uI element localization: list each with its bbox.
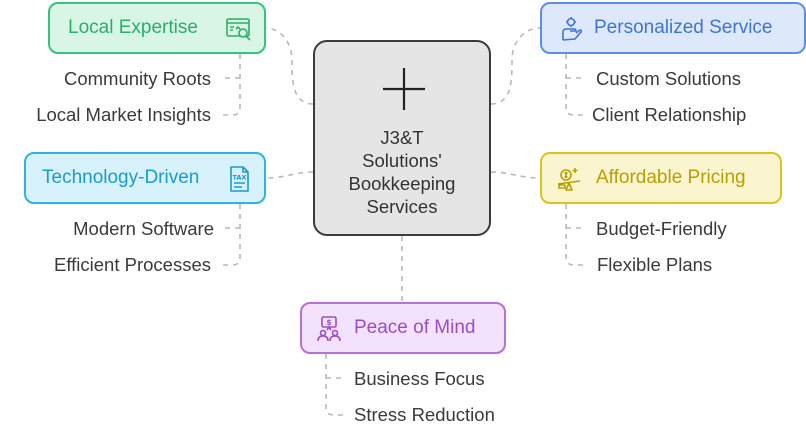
money-scale-icon xyxy=(557,168,581,191)
leaf-stress-reduction: Stress Reduction xyxy=(354,404,495,425)
leaf-budget-friendly: Budget-Friendly xyxy=(596,218,727,239)
branch-technology-driven-label: Technology-Driven xyxy=(42,167,200,188)
branch-affordable-pricing: Affordable Pricing xyxy=(540,152,782,204)
leaf-efficient-processes: Efficient Processes xyxy=(54,254,211,275)
branch-peace-of-mind: $ Peace of Mind xyxy=(300,302,506,354)
svg-text:TAX: TAX xyxy=(233,174,247,182)
leaf-custom-solutions: Custom Solutions xyxy=(596,68,741,89)
svg-text:$: $ xyxy=(326,318,331,327)
branch-local-expertise: Local Expertise xyxy=(48,2,266,54)
tax-document-icon: TAX xyxy=(230,166,249,192)
leaf-local-market-insights: Local Market Insights xyxy=(36,104,211,125)
branch-personalized-service-label: Personalized Service xyxy=(594,17,773,38)
leaf-flexible-plans: Flexible Plans xyxy=(597,254,713,275)
connector-technology-driven xyxy=(265,171,314,179)
people-money-icon: $ xyxy=(317,316,341,342)
leaf-modern-software: Modern Software xyxy=(73,218,214,239)
leaf-community-roots: Community Roots xyxy=(63,68,211,89)
branch-affordable-pricing-label: Affordable Pricing xyxy=(596,167,746,188)
branch-technology-driven: Technology-Driven TAX xyxy=(24,152,266,204)
market-analysis-icon xyxy=(226,18,251,41)
hand-gear-icon xyxy=(562,17,583,41)
branch-local-expertise-label: Local Expertise xyxy=(68,17,198,38)
leaf-business-focus: Business Focus xyxy=(354,368,485,389)
central-topic-node: J3&T Solutions' Bookkeeping Services xyxy=(313,40,491,236)
central-topic-label: J3&T Solutions' Bookkeeping Services xyxy=(348,127,456,217)
leaf-client-relationship: Client Relationship xyxy=(592,104,747,125)
plus-icon xyxy=(383,68,425,110)
connector-local-expertise xyxy=(265,27,314,105)
connector-affordable-pricing xyxy=(490,171,541,179)
branch-personalized-service: Personalized Service xyxy=(540,2,806,54)
branch-peace-of-mind-label: Peace of Mind xyxy=(354,317,476,338)
connector-personalized-service xyxy=(490,27,541,105)
